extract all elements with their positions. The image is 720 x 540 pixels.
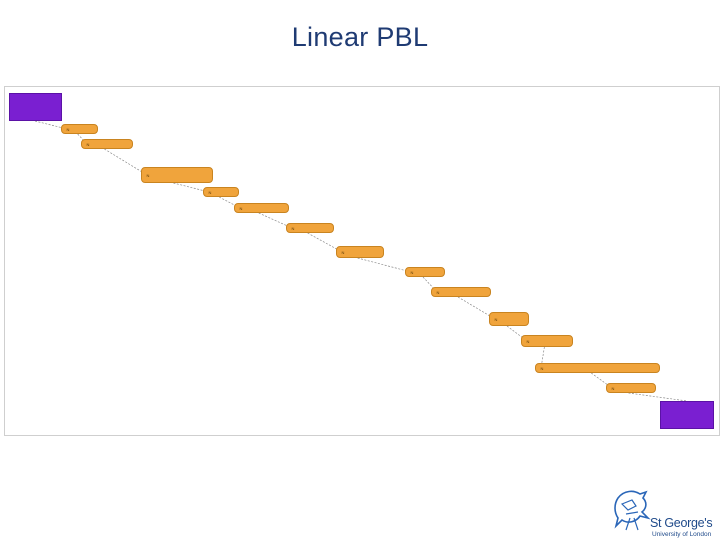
- step-marker: N: [86, 141, 90, 147]
- connector-line: [628, 392, 688, 402]
- step-node[interactable]: N: [431, 287, 491, 297]
- step-marker: N: [239, 205, 243, 211]
- step-node[interactable]: N: [203, 187, 239, 197]
- slide-title: Linear PBL: [291, 22, 429, 52]
- logo-subtitle: University of London: [652, 531, 712, 538]
- step-node[interactable]: N: [606, 383, 656, 393]
- connector-layer: [34, 120, 688, 402]
- step-marker: N: [146, 172, 150, 178]
- connector-line: [173, 182, 210, 193]
- step-marker: N: [341, 249, 345, 255]
- step-node[interactable]: N: [234, 203, 289, 213]
- connector-line: [34, 120, 68, 130]
- step-marker: N: [494, 316, 498, 322]
- step-marker: N: [208, 189, 212, 195]
- connector-line: [219, 196, 241, 209]
- st-georges-logo: St George's University of London: [612, 488, 718, 540]
- logo-name: St George's: [650, 516, 713, 530]
- step-node[interactable]: N: [336, 246, 384, 258]
- step-node[interactable]: N: [61, 124, 98, 134]
- connector-line: [104, 148, 148, 176]
- linear-pbl-diagram: N N N N N N N N N N N N N: [4, 86, 720, 436]
- start-node[interactable]: [9, 93, 62, 121]
- connector-line: [457, 296, 496, 320]
- step-marker: N: [436, 289, 440, 295]
- step-marker: N: [291, 225, 295, 231]
- step-marker: N: [66, 126, 70, 132]
- step-node[interactable]: N: [286, 223, 334, 233]
- end-node[interactable]: [660, 401, 714, 429]
- step-node[interactable]: N: [535, 363, 660, 373]
- step-node[interactable]: N: [489, 312, 529, 326]
- step-marker: N: [540, 365, 544, 371]
- step-marker: N: [526, 338, 530, 344]
- step-node[interactable]: N: [81, 139, 133, 149]
- step-node[interactable]: N: [141, 167, 213, 183]
- step-marker: N: [410, 269, 414, 275]
- step-marker: N: [611, 385, 615, 391]
- step-node[interactable]: N: [521, 335, 573, 347]
- connector-line: [506, 325, 528, 342]
- connector-line: [357, 257, 412, 273]
- step-node[interactable]: N: [405, 267, 445, 277]
- connector-line: [258, 212, 293, 229]
- dragon-emblem-icon: [614, 490, 651, 531]
